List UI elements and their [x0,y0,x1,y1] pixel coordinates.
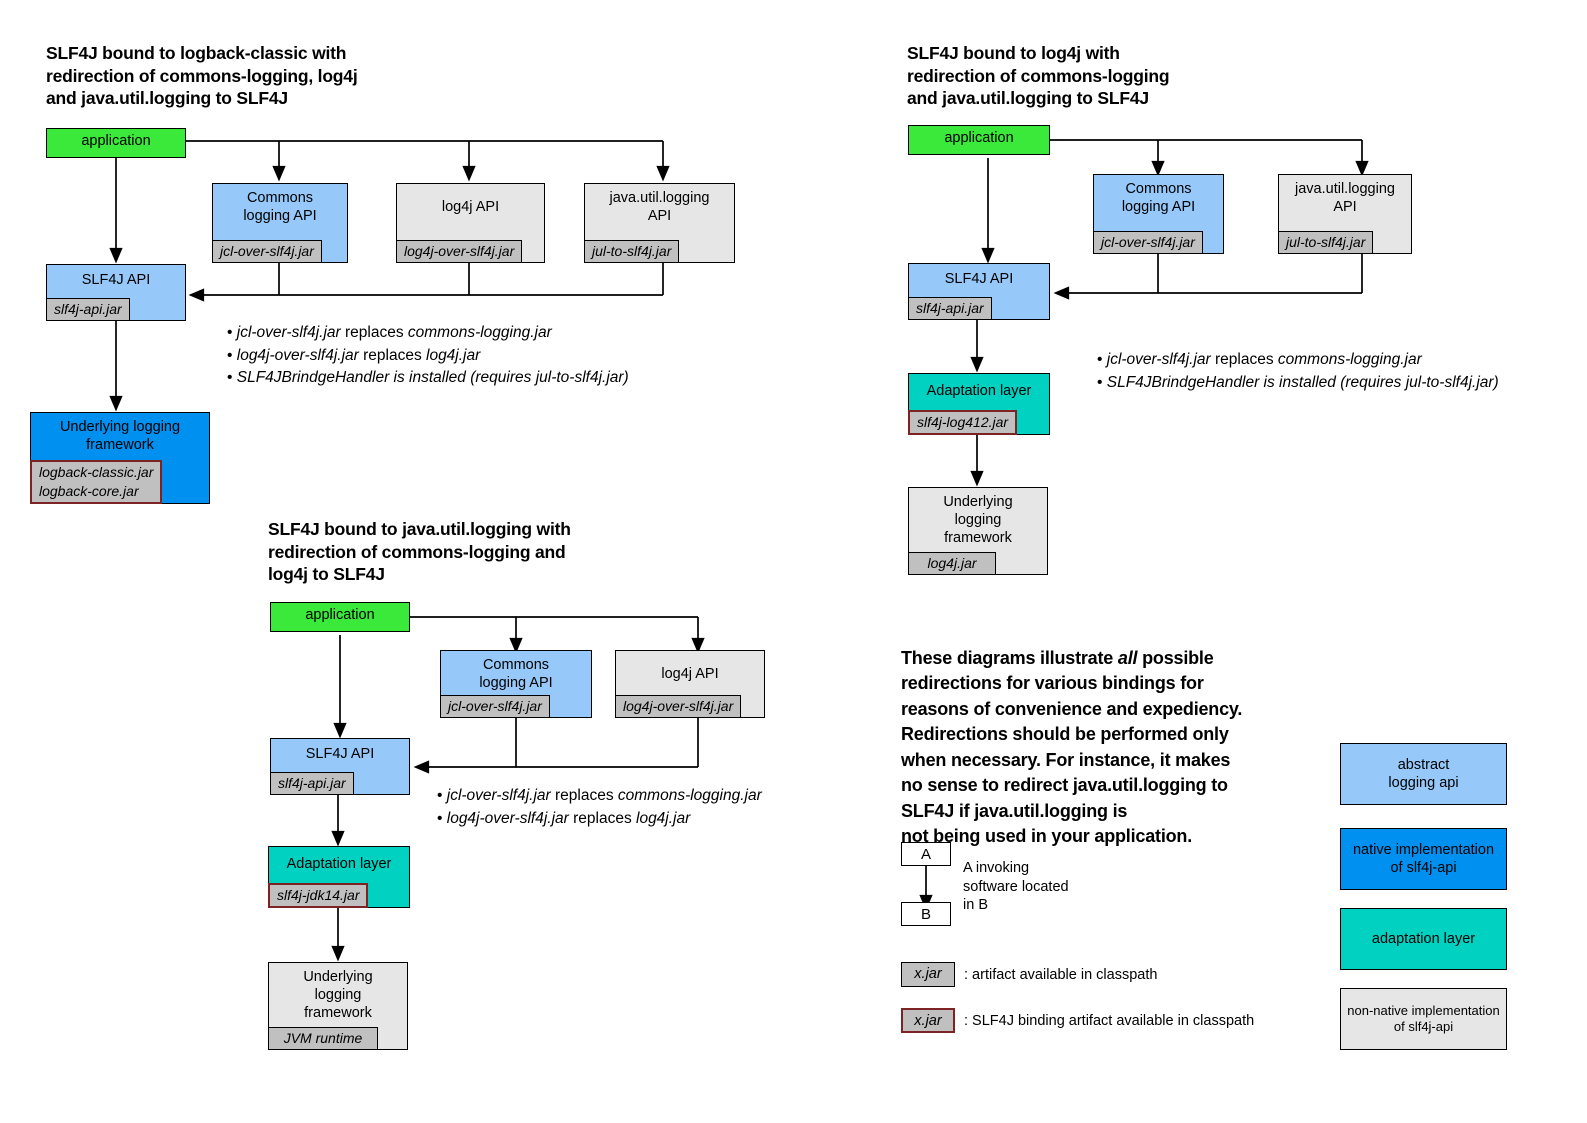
legend-artifact-caption: : artifact available in classpath [964,967,1158,983]
legend-b-label: B [920,906,931,923]
diagram3-underlying-framework-box: Underlying logging framework JVM runtime [268,962,408,1050]
legend-artifact-chip-label: x.jar [914,966,942,982]
diagram2-jul-api-label: java.util.logging API [1295,181,1395,215]
diagram1-application-label: application [81,133,151,149]
diagram2-adaptation-layer-jar: slf4j-log412.jar [908,409,1018,435]
diagram1-bullet-0: • jcl-over-slf4j.jar replaces commons-lo… [227,324,552,341]
legend-swatch-adaptation-layer-label: adaptation layer [1371,931,1476,947]
diagram2-underlying-framework-label: Underlying logging framework [943,494,1013,546]
diagram3-slf4j-api-box: SLF4J API slf4j-api.jar [270,738,410,795]
explanatory-note-text: These diagrams illustrate all possible r… [901,647,1243,847]
diagram1-jul-api-jar: jul-to-slf4j.jar [584,239,680,263]
diagram3-bullet-1: • log4j-over-slf4j.jar replaces log4j.ja… [437,809,691,827]
diagram1-slf4j-api-jar: slf4j-api.jar [46,297,130,321]
legend-swatch-adaptation-layer: adaptation layer [1340,908,1507,970]
diagram1-commons-logging-api-box: Commons logging API jcl-over-slf4j.jar [212,183,348,263]
diagram2-adaptation-layer-label: Adaptation layer [926,383,1032,399]
diagram3-log4j-api-jar: log4j-over-slf4j.jar [615,694,742,718]
diagram3-log4j-api-label: log4j API [661,666,719,682]
diagram3-bullet-0: • jcl-over-slf4j.jar replaces commons-lo… [437,787,762,804]
diagram2-slf4j-api-box: SLF4J API slf4j-api.jar [908,263,1050,320]
diagram2-slf4j-api-jar: slf4j-api.jar [908,296,992,320]
diagram2-application-box: application [908,125,1050,155]
diagram3-application-label: application [305,607,375,623]
diagram2-commons-logging-api-box: Commons logging API jcl-over-slf4j.jar [1093,174,1224,254]
diagram3-underlying-framework-jar: JVM runtime [268,1026,378,1050]
diagram3-bullets: • jcl-over-slf4j.jar replaces commons-lo… [437,785,762,830]
diagram2-underlying-framework-box: Underlying logging framework log4j.jar [908,487,1048,575]
diagram3-commons-logging-api-jar: jcl-over-slf4j.jar [440,694,550,718]
diagram3-adaptation-layer-label: Adaptation layer [286,856,392,872]
diagram3-application-box: application [270,602,410,632]
diagram1-jul-api-label: java.util.logging API [609,190,710,224]
legend-binding-chip-label: x.jar [914,1013,942,1029]
diagram1-bullets: • jcl-over-slf4j.jar replaces commons-lo… [227,322,629,390]
diagram3-adaptation-layer-jar: slf4j-jdk14.jar [268,882,369,908]
diagram1-commons-logging-api-jar: jcl-over-slf4j.jar [212,239,322,263]
diagram2-underlying-framework-jar: log4j.jar [908,551,996,575]
legend-ab-caption: A invoking software located in B [963,860,1069,913]
legend-swatch-non-native-implementation-label: non-native implementation of slf4j-api [1347,1002,1500,1035]
diagram1-underlying-framework-box: Underlying logging framework logback-cla… [30,412,210,504]
diagram2-bullets: • jcl-over-slf4j.jar replaces commons-lo… [1097,349,1499,394]
diagram1-slf4j-api-label: SLF4J API [81,272,151,288]
legend-a-label: A [920,846,931,863]
diagram1-application-box: application [46,128,186,158]
diagram3-commons-logging-api-label: Commons logging API [479,657,553,691]
diagram2-slf4j-api-label: SLF4J API [944,271,1014,287]
diagram1-bullet-2: • SLF4JBrindgeHandler is installed (requ… [227,369,629,386]
legend-swatch-abstract-logging-api-label: abstract logging api [1388,757,1459,791]
legend-a-box: A [901,842,951,866]
legend-swatch-abstract-logging-api: abstract logging api [1340,743,1507,805]
diagram3-slf4j-api-jar: slf4j-api.jar [270,771,354,795]
legend-binding-chip: x.jar [901,1008,955,1033]
diagram2-adaptation-layer-box: Adaptation layer slf4j-log412.jar [908,373,1050,435]
diagram3-adaptation-layer-box: Adaptation layer slf4j-jdk14.jar [268,846,410,908]
diagram2-bullet-0: • jcl-over-slf4j.jar replaces commons-lo… [1097,351,1422,368]
diagram1-slf4j-api-box: SLF4J API slf4j-api.jar [46,264,186,321]
diagram2-bullet-1: • SLF4JBrindgeHandler is installed (requ… [1097,373,1499,391]
diagram2-jul-api-box: java.util.logging API jul-to-slf4j.jar [1278,174,1412,254]
diagram1-log4j-api-box: log4j API log4j-over-slf4j.jar [396,183,545,263]
diagram1-jul-api-box: java.util.logging API jul-to-slf4j.jar [584,183,735,263]
diagram3-log4j-api-box: log4j API log4j-over-slf4j.jar [615,650,765,718]
diagram2-commons-logging-api-label: Commons logging API [1121,181,1196,215]
diagram3-underlying-framework-label: Underlying logging framework [303,969,373,1021]
diagram1-title: SLF4J bound to logback-classic with redi… [46,43,358,108]
diagram2-jul-api-jar: jul-to-slf4j.jar [1278,230,1374,254]
diagram1-underlying-framework-jar: logback-classic.jar logback-core.jar [30,460,163,504]
explanatory-note: These diagrams illustrate all possible r… [901,620,1331,850]
diagram1-bullet-1: • log4j-over-slf4j.jar replaces log4j.ja… [227,346,481,364]
diagram2-application-label: application [944,130,1014,146]
diagram1-log4j-api-label: log4j API [441,199,500,215]
legend-binding-caption: : SLF4J binding artifact available in cl… [964,1013,1255,1029]
diagram1-underlying-framework-label: Underlying logging framework [59,419,181,453]
diagram3-slf4j-api-label: SLF4J API [305,746,375,762]
legend-swatch-native-implementation-label: native implementation of slf4j-api [1352,842,1495,876]
legend-swatch-non-native-implementation: non-native implementation of slf4j-api [1340,988,1507,1050]
diagram2-commons-logging-api-jar: jcl-over-slf4j.jar [1093,230,1203,254]
diagram1-log4j-api-jar: log4j-over-slf4j.jar [396,239,523,263]
legend-artifact-chip: x.jar [901,962,955,987]
legend-swatch-native-implementation: native implementation of slf4j-api [1340,828,1507,890]
diagram1-commons-logging-api-label: Commons logging API [243,190,317,224]
diagram3-title: SLF4J bound to java.util.logging with re… [268,519,571,584]
diagram2-title: SLF4J bound to log4j with redirection of… [907,43,1170,108]
diagram3-commons-logging-api-box: Commons logging API jcl-over-slf4j.jar [440,650,592,718]
legend-b-box: B [901,902,951,926]
